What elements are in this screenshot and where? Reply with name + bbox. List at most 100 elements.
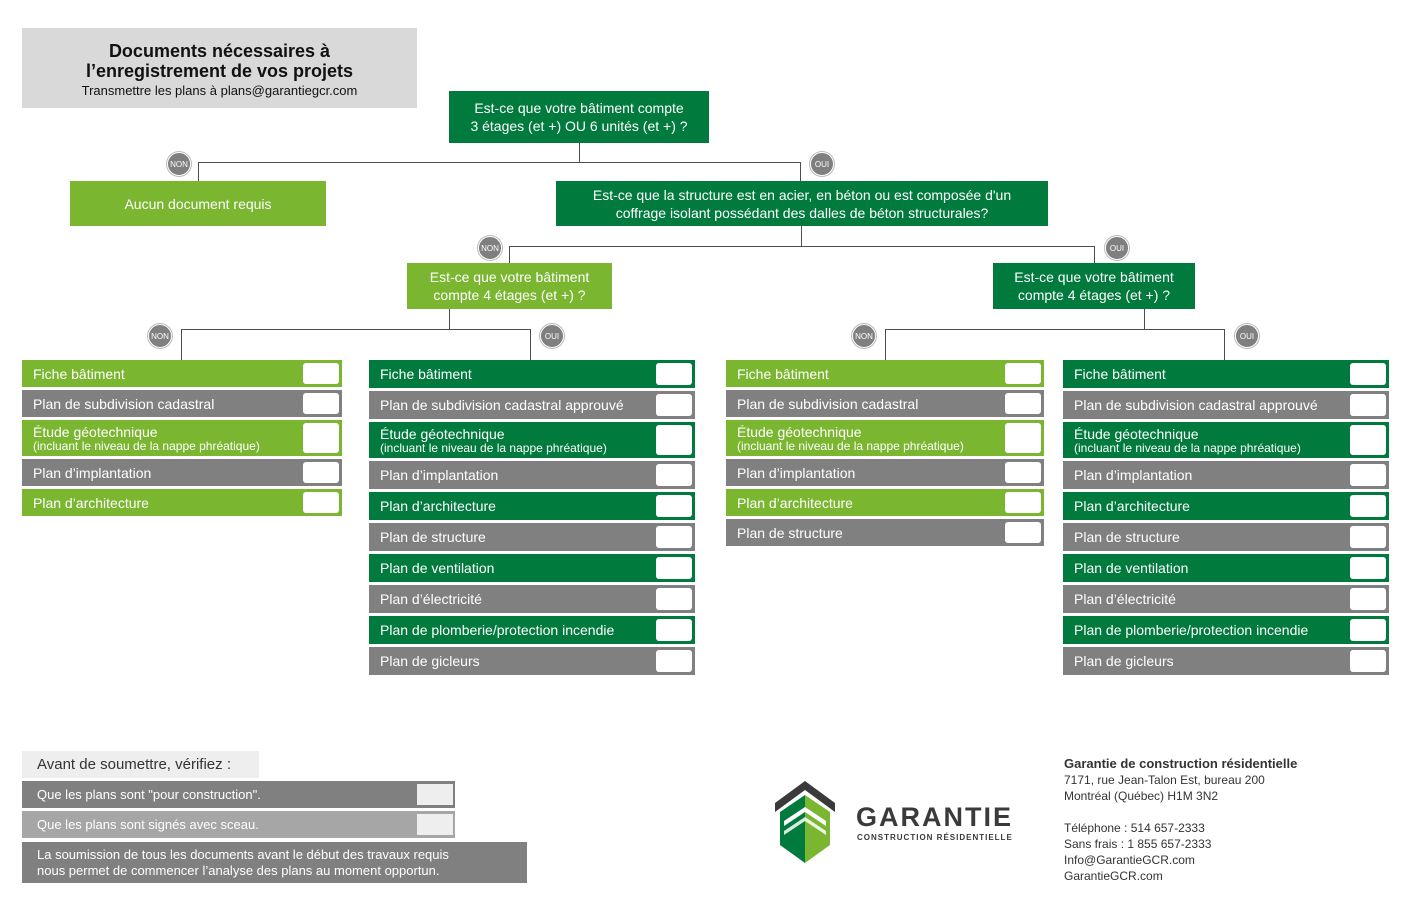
- phone: Téléphone : 514 657-2333: [1064, 821, 1205, 835]
- document-checkbox[interactable]: [1005, 423, 1041, 453]
- document-checkbox[interactable]: [303, 423, 339, 453]
- garantie-logo-icon: [773, 779, 837, 865]
- document-checkbox[interactable]: [656, 557, 692, 579]
- document-label: Plan de structure: [737, 524, 843, 541]
- connector-line: [1144, 309, 1145, 330]
- document-checkbox[interactable]: [656, 619, 692, 641]
- document-item: Fiche bâtiment: [22, 360, 342, 387]
- document-checkbox[interactable]: [303, 462, 339, 483]
- document-label: Plan de subdivision cadastral: [33, 395, 215, 412]
- document-item: Étude géotechnique(incluant le niveau de…: [726, 420, 1044, 456]
- document-checkbox[interactable]: [656, 464, 692, 486]
- document-checkbox[interactable]: [656, 588, 692, 610]
- document-checkbox[interactable]: [656, 394, 692, 416]
- document-label: Plan de gicleurs: [380, 653, 480, 669]
- document-checkbox[interactable]: [303, 393, 339, 414]
- document-label: Plan d’architecture: [1074, 498, 1190, 514]
- document-item: Plan de subdivision cadastral: [22, 390, 342, 417]
- badge-non: NON: [852, 324, 876, 348]
- document-label: Plan d’électricité: [380, 591, 482, 607]
- document-item: Plan d’électricité: [369, 585, 695, 613]
- document-label: Fiche bâtiment: [1074, 366, 1166, 382]
- document-item: Plan de structure: [1063, 523, 1389, 551]
- verify-item-seal: Que les plans sont signés avec sceau.: [22, 811, 455, 838]
- document-label: Plan d’implantation: [737, 464, 856, 481]
- document-item: Plan d’implantation: [22, 459, 342, 486]
- document-item: Plan de subdivision cadastral approuvé: [1063, 391, 1389, 419]
- connector-line: [1094, 246, 1095, 263]
- document-sublabel: (incluant le niveau de la nappe phréatiq…: [33, 438, 260, 453]
- document-checkbox[interactable]: [1350, 619, 1386, 641]
- verify-checkbox[interactable]: [417, 814, 453, 835]
- document-checkbox[interactable]: [1350, 464, 1386, 486]
- document-checkbox[interactable]: [1350, 394, 1386, 416]
- document-item: Étude géotechnique(incluant le niveau de…: [369, 422, 695, 458]
- document-label: Étude géotechnique: [380, 425, 505, 442]
- document-checkbox[interactable]: [1350, 425, 1386, 455]
- document-checkbox[interactable]: [1350, 363, 1386, 385]
- document-item: Plan d’architecture: [726, 489, 1044, 516]
- document-label: Étude géotechnique: [33, 423, 158, 440]
- document-item: Plan de gicleurs: [1063, 647, 1389, 675]
- contact-block: Garantie de construction résidentielle 7…: [1064, 756, 1297, 884]
- document-checkbox[interactable]: [656, 650, 692, 672]
- website-link[interactable]: GarantieGCR.com: [1064, 869, 1163, 883]
- connector-line: [530, 329, 531, 360]
- document-item: Plan d’électricité: [1063, 585, 1389, 613]
- document-checkbox[interactable]: [1005, 492, 1041, 513]
- badge-non: NON: [148, 324, 172, 348]
- connector-line: [181, 329, 182, 360]
- document-checkbox[interactable]: [1350, 526, 1386, 548]
- verify-note: La soumission de tous les documents avan…: [22, 842, 527, 883]
- verify-checkbox[interactable]: [417, 784, 453, 805]
- document-label: Plan d’architecture: [380, 498, 496, 514]
- connector-line: [509, 246, 510, 263]
- document-checkbox[interactable]: [1350, 650, 1386, 672]
- document-checkbox[interactable]: [1005, 363, 1041, 384]
- document-label: Plan d’implantation: [33, 464, 152, 481]
- document-label: Plan de gicleurs: [1074, 653, 1174, 669]
- document-item: Plan de gicleurs: [369, 647, 695, 675]
- document-label: Plan de subdivision cadastral: [737, 395, 919, 412]
- document-sublabel: (incluant le niveau de la nappe phréatiq…: [380, 440, 607, 455]
- connector-line: [198, 162, 199, 182]
- document-item: Plan de plomberie/protection incendie: [369, 616, 695, 644]
- document-label: Plan de structure: [380, 529, 486, 545]
- connector-line: [449, 309, 450, 330]
- email-link[interactable]: Info@GarantieGCR.com: [1064, 853, 1195, 867]
- document-label: Fiche bâtiment: [737, 365, 829, 382]
- document-checkbox[interactable]: [303, 492, 339, 513]
- document-label: Plan de structure: [1074, 529, 1180, 545]
- badge-non: NON: [167, 152, 191, 176]
- document-label: Plan d’architecture: [33, 494, 149, 511]
- connector-line: [198, 162, 801, 163]
- document-checkbox[interactable]: [656, 425, 692, 455]
- question-structure: Est-ce que la structure est en acier, en…: [556, 181, 1048, 226]
- document-checkbox[interactable]: [1350, 557, 1386, 579]
- document-checkbox[interactable]: [656, 363, 692, 385]
- document-checkbox[interactable]: [1005, 522, 1041, 543]
- document-item: Plan de structure: [726, 519, 1044, 546]
- document-checkbox[interactable]: [656, 526, 692, 548]
- document-item: Étude géotechnique(incluant le niveau de…: [22, 420, 342, 456]
- document-checkbox[interactable]: [1005, 393, 1041, 414]
- document-label: Plan de subdivision cadastral approuvé: [1074, 397, 1318, 413]
- header-box: Documents nécessaires à l’enregistrement…: [22, 28, 417, 108]
- connector-line: [509, 246, 1095, 247]
- document-checkbox[interactable]: [303, 363, 339, 384]
- badge-oui: OUI: [1105, 236, 1129, 260]
- document-checkbox[interactable]: [1005, 462, 1041, 483]
- document-label: Plan d’architecture: [737, 494, 853, 511]
- document-checkbox[interactable]: [1350, 588, 1386, 610]
- document-label: Plan de ventilation: [380, 560, 495, 576]
- document-item: Plan de plomberie/protection incendie: [1063, 616, 1389, 644]
- connector-line: [1224, 329, 1225, 360]
- verify-item-construction: Que les plans sont "pour construction".: [22, 781, 455, 808]
- page-subtitle: Transmettre les plans à plans@garantiegc…: [81, 83, 358, 98]
- document-checkbox[interactable]: [1350, 495, 1386, 517]
- document-checkbox[interactable]: [656, 495, 692, 517]
